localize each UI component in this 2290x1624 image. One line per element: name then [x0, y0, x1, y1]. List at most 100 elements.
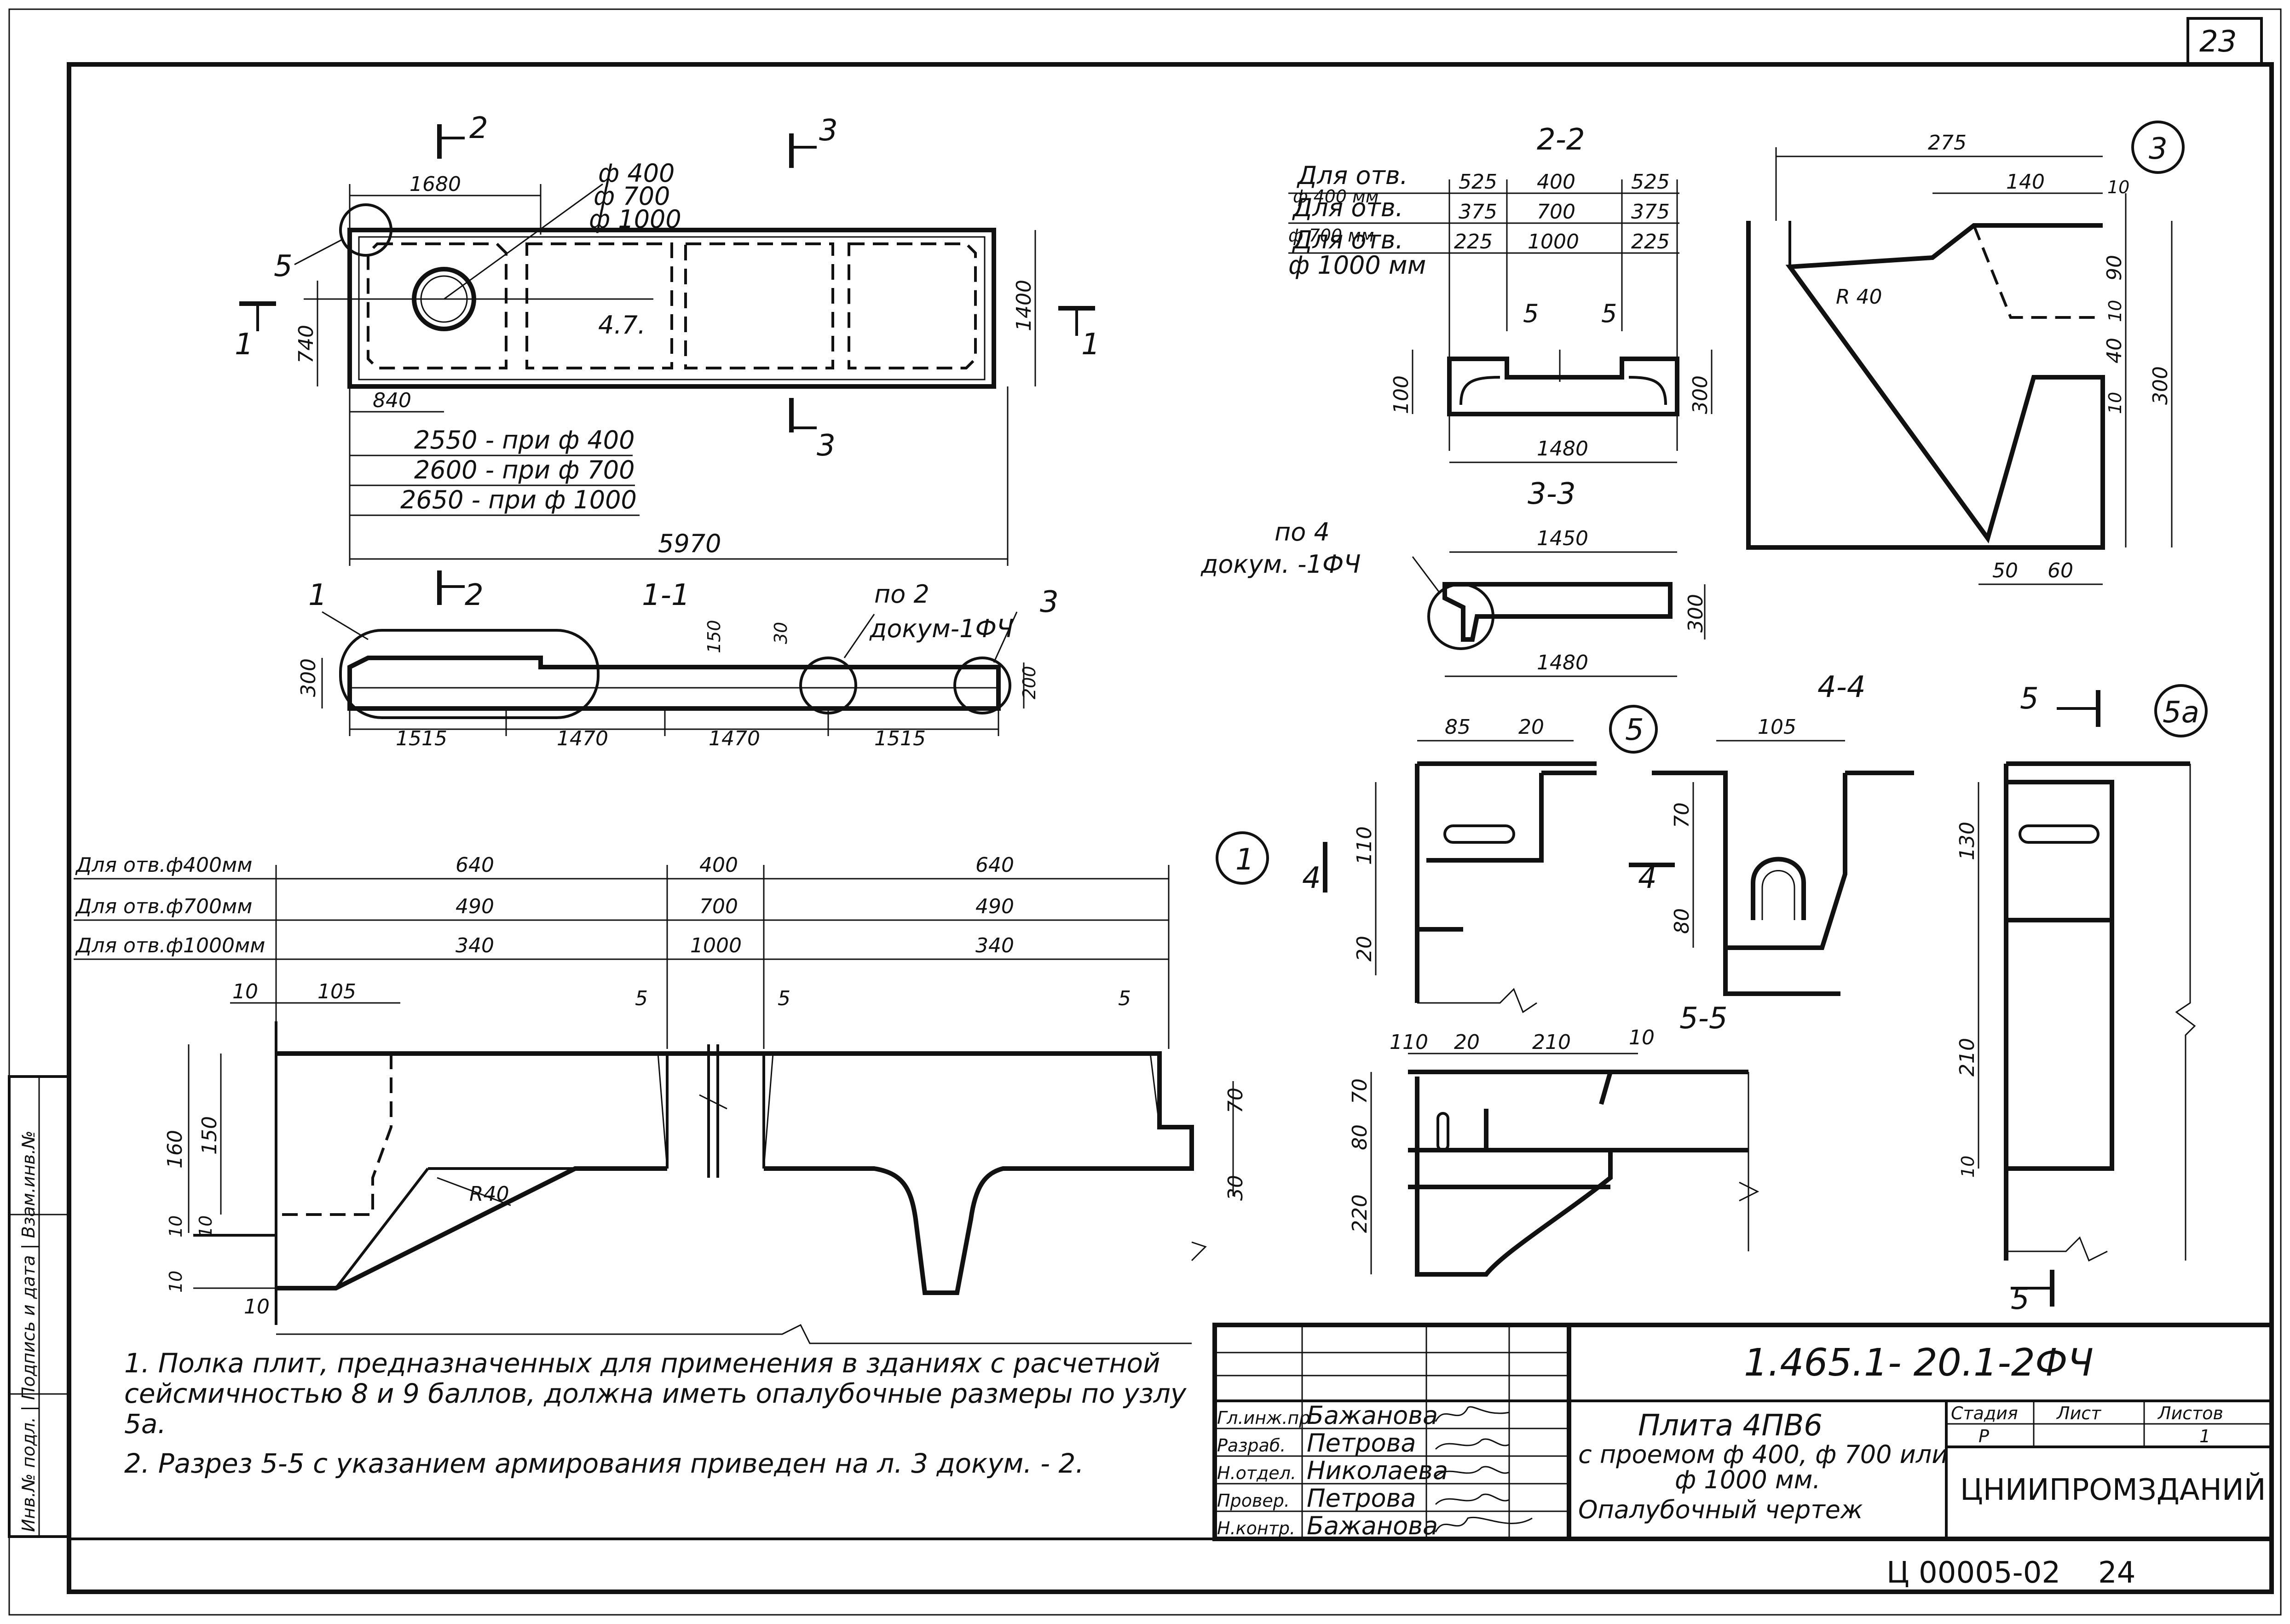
- section-1-1-outline: [347, 656, 1001, 711]
- section-mark-1-left: 1: [235, 301, 276, 362]
- node-1-dashed: [276, 1054, 392, 1216]
- n5-dim-20: 20: [1518, 715, 1544, 739]
- section-3-3-outline: [1442, 582, 1673, 642]
- n1-row-2-b: 700: [699, 895, 738, 918]
- node-5a: 5а 5 5 130 210 10: [1955, 682, 2208, 1316]
- n1-row-3-a: 340: [456, 934, 494, 957]
- page-number-bottom: 24: [2098, 1556, 2135, 1590]
- n55-dim-70: 70: [1348, 1078, 1372, 1104]
- section-mark-2-bottom: 2: [437, 570, 484, 612]
- n1-row-1-label: Для отв.ф400мм: [75, 853, 252, 877]
- hole-label-700: ф 700: [594, 182, 670, 211]
- radius-r40-node3: R 40: [1836, 285, 1882, 309]
- name-1: Бажанова: [1307, 1401, 1438, 1430]
- n1-dim-10-d: 10: [244, 1295, 270, 1319]
- dashed-panel-1: [367, 242, 508, 369]
- n1-dim-10-top: 10: [232, 980, 258, 1003]
- row-2-label-a: Для отв.: [1292, 193, 1403, 222]
- callout-5-label: 5: [274, 249, 293, 283]
- svg-text:2: 2: [465, 578, 484, 612]
- name-4: Петрова: [1307, 1484, 1416, 1513]
- role-3: Н.отдел.: [1217, 1463, 1296, 1483]
- n1-dim-160: 160: [163, 1130, 187, 1169]
- n1-row-1-b: 400: [699, 853, 738, 877]
- dim-40: 40: [2103, 338, 2126, 363]
- n1-dim-5-c: 5: [1118, 987, 1131, 1010]
- node-5-outline: [1415, 761, 1597, 1003]
- dim-5-b: 5: [1601, 299, 1617, 328]
- note-po-2: по 2: [874, 580, 929, 609]
- svg-text:3: 3: [817, 429, 836, 463]
- node-5a-outline: [2004, 761, 2190, 1261]
- section-4-4: 4-4 105 4 70 80: [1629, 670, 1914, 996]
- sheets-header: Листов: [2157, 1403, 2223, 1423]
- n1-row-1-a: 640: [456, 853, 494, 877]
- stage-header: Стадия: [1951, 1403, 2018, 1423]
- section-2-2-outline: [1447, 357, 1679, 416]
- side-stamp-text: Инв.№ подл. | Подпись и дата | Взам.инв.…: [18, 1130, 39, 1532]
- section-mark-2-top: 2: [437, 111, 488, 159]
- title-name-2: с проемом ф 400, ф 700 или: [1578, 1440, 1948, 1469]
- hole-label-1000: ф 1000: [589, 205, 681, 234]
- row-3-c: 225: [1631, 230, 1670, 253]
- section-mark-5-bottom: 5: [2011, 1282, 2030, 1316]
- dim-hole-1000: 2650 - при ф 1000: [400, 485, 637, 514]
- section-mark-3-bottom: 3: [789, 398, 836, 463]
- dim-5-a: 5: [1523, 299, 1539, 328]
- callout-3-3-circle: [1427, 583, 1494, 650]
- dim-1470-a: 1470: [557, 727, 608, 750]
- title-name-4: Опалубочный чертеж: [1578, 1495, 1863, 1524]
- node-5-number: 5: [1625, 713, 1644, 747]
- sheet-header: Лист: [2056, 1403, 2102, 1423]
- dim-10-c: 10: [2105, 392, 2125, 414]
- row-2-c: 375: [1631, 200, 1670, 224]
- signature-3: [1435, 1466, 1510, 1478]
- row-2-a: 375: [1459, 200, 1497, 224]
- title-name-3: ф 1000 мм.: [1675, 1465, 1821, 1494]
- callout-1-num: 1: [308, 578, 327, 612]
- n5a-dim-10: 10: [1958, 1156, 1978, 1178]
- mark-47: 4.7.: [598, 311, 646, 340]
- note-1: 1. Полка плит, предназначенных для приме…: [124, 1348, 1187, 1440]
- node-5a-circle: [2154, 684, 2208, 737]
- dim-1680: 1680: [410, 173, 461, 196]
- role-2: Разраб.: [1217, 1435, 1286, 1456]
- sheets-value: 1: [2199, 1426, 2210, 1446]
- row-1-label-b: ф 400 мм: [1293, 186, 1379, 207]
- section-3-3-title: 3-3: [1528, 477, 1576, 511]
- section-mark-4-left: 4: [1302, 861, 1321, 895]
- inner-frame: [67, 62, 2274, 1594]
- n55-dim-10: 10: [1629, 1026, 1655, 1049]
- section-mark-1-right: 1: [1058, 306, 1100, 362]
- n5-dim-110: 110: [1353, 826, 1376, 865]
- row-1-c: 525: [1631, 170, 1670, 194]
- n5a-dim-210: 210: [1955, 1038, 1979, 1077]
- n5a-dim-130: 130: [1955, 822, 1979, 860]
- dim-740: 740: [294, 325, 318, 363]
- role-4: Провер.: [1217, 1491, 1290, 1511]
- n55-dim-110: 110: [1390, 1031, 1428, 1054]
- svg-text:1: 1: [235, 328, 254, 362]
- dim-300-33: 300: [1684, 594, 1707, 633]
- plate-rib-outline: [358, 236, 986, 380]
- section-mark-3-top: 3: [789, 114, 838, 168]
- row-1-label-a: Для отв.: [1297, 161, 1408, 190]
- role-5: Н.контр.: [1217, 1518, 1295, 1538]
- row-3-b: 1000: [1528, 230, 1579, 253]
- section-4-4-outline: [1652, 771, 1914, 996]
- row-2-label-b: ф 700 мм: [1288, 225, 1374, 246]
- n5-dim-20-side: 20: [1353, 936, 1376, 962]
- name-3: Николаева: [1307, 1456, 1448, 1485]
- section-2-2-title: 2-2: [1537, 123, 1585, 157]
- n55-dim-210: 210: [1532, 1031, 1571, 1054]
- n44-dim-105: 105: [1758, 715, 1796, 739]
- dim-1470-b: 1470: [709, 727, 760, 750]
- section-1-1-title: 1-1: [642, 578, 690, 612]
- n1-dim-5-a: 5: [635, 987, 648, 1010]
- n1-row-1-c: 640: [975, 853, 1014, 877]
- section-2-2: 2-2 Для отв. ф 400 мм 525 400 525 Для от…: [1288, 123, 1713, 463]
- n1-dim-30: 30: [1224, 1175, 1247, 1201]
- section-5-5-title: 5-5: [1679, 1002, 1728, 1036]
- callout-3-num: 3: [1040, 585, 1059, 619]
